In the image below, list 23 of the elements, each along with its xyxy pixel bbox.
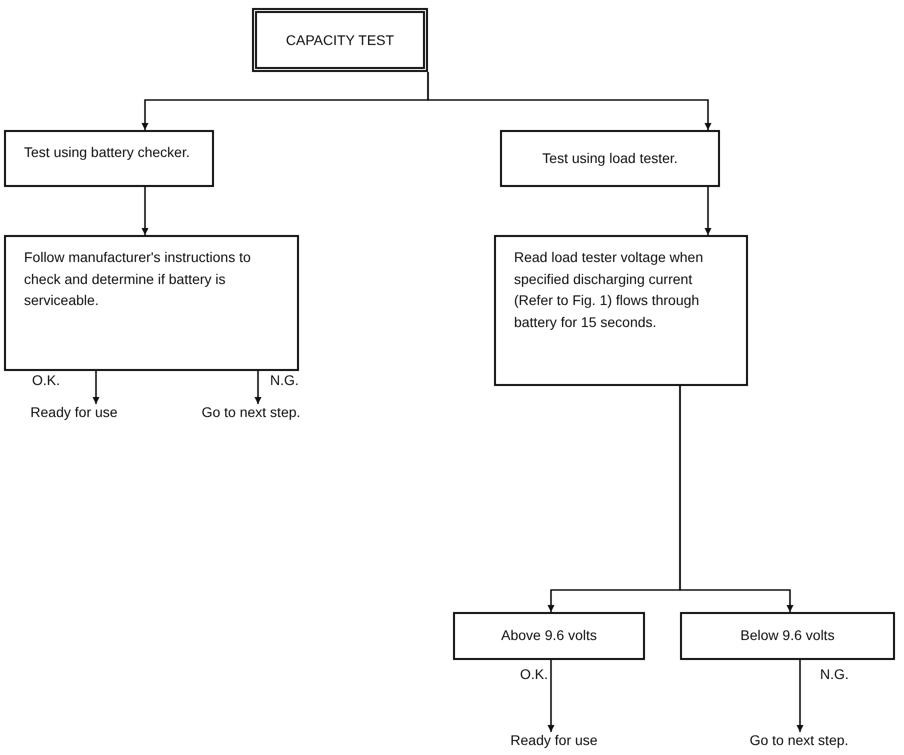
edge-label: O.K. [32,372,60,388]
outcome-text: Go to next step. [724,732,874,752]
outcome-text: Ready for use [494,732,614,752]
arrow [796,660,804,732]
arrow [548,660,554,732]
arrow [427,72,712,130]
arrow [704,187,712,235]
edge-label: N.G. [270,372,299,388]
process-box: Above 9.6 volts [453,612,645,660]
outcome-text: Ready for use [14,404,134,424]
process-box: Read load tester voltage when specified discharging current (Refer to Fig. 1) flows through battery for 15 seconds. [494,235,748,386]
outcome-text: Go to next step. [186,404,316,424]
process-box: Test using battery checker. [4,130,214,187]
process-box: Follow manufacturer's instructions to check and determine if battery is serviceable. [4,235,299,371]
arrow [142,187,148,235]
arrow [92,371,100,404]
process-box: Test using load tester. [500,130,720,187]
process-box: Below 9.6 volts [680,612,895,660]
arrow [254,371,262,404]
arrow [679,386,794,612]
edge-label: O.K. [520,666,548,682]
edge-label: N.G. [820,666,849,682]
title-box: CAPACITY TEST [252,8,428,72]
